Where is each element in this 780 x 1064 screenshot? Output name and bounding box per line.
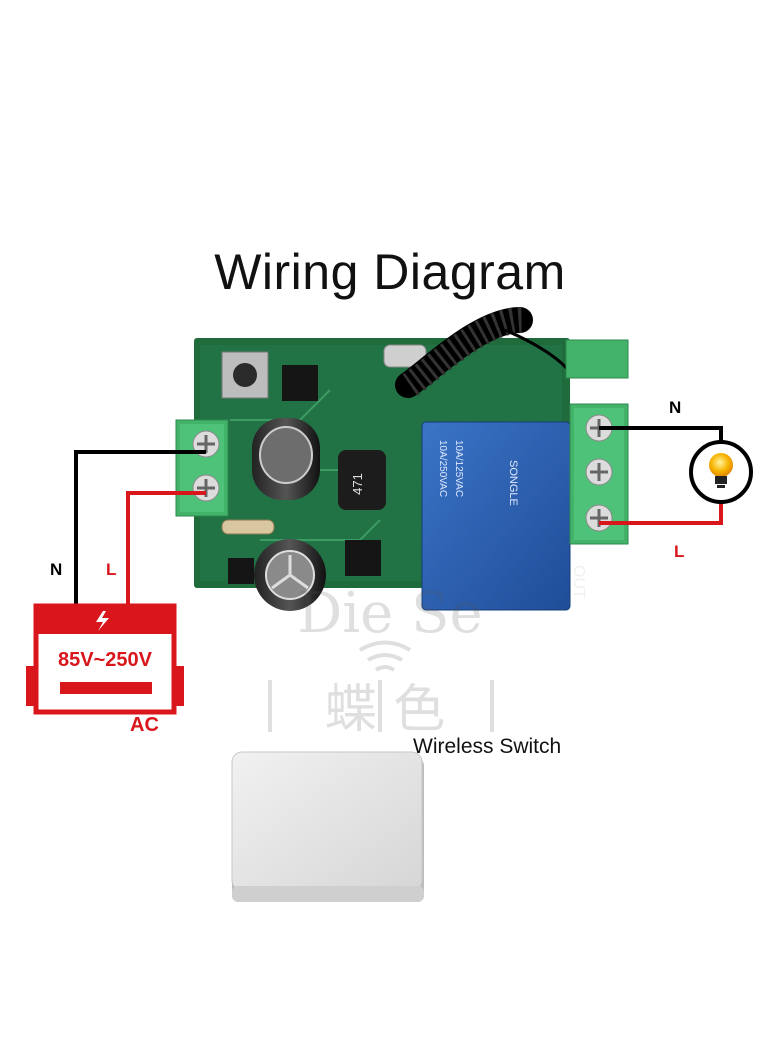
ac-power-supply: 85V~250V bbox=[26, 603, 184, 715]
wireless-switch-panel bbox=[231, 751, 424, 902]
left-live-label: L bbox=[106, 560, 117, 579]
watermark-text: Die Se bbox=[297, 581, 482, 646]
output-terminal-block bbox=[565, 339, 629, 545]
inductor bbox=[338, 450, 386, 510]
inductor-code: 471 bbox=[350, 473, 365, 495]
relay-brand: SONGLE bbox=[507, 460, 519, 506]
relay-rating: 10A/125VAC bbox=[453, 440, 464, 497]
right-live-label: L bbox=[674, 542, 685, 561]
relay-receiver-module: 471 SONGLE 10A/250VAC 10A/125VAC bbox=[194, 307, 587, 611]
page-title: Wiring Diagram bbox=[214, 244, 566, 300]
neutral-wire-output bbox=[599, 426, 723, 442]
neutral-wire-input bbox=[74, 450, 206, 606]
output-label: OUT bbox=[570, 565, 587, 599]
ic-chip bbox=[282, 365, 318, 401]
supply-voltage-label: 85V~250V bbox=[58, 649, 153, 671]
left-neutral-label: N bbox=[50, 560, 63, 579]
right-neutral-label: N bbox=[669, 398, 682, 417]
input-terminal-block bbox=[175, 419, 229, 517]
light-bulb-icon bbox=[689, 440, 753, 504]
live-wire-input bbox=[126, 491, 206, 606]
antenna-coil bbox=[395, 307, 570, 398]
ac-label: AC bbox=[130, 714, 159, 736]
live-wire-output bbox=[599, 500, 723, 525]
ic-chip bbox=[345, 540, 381, 576]
lightning-bolt-icon bbox=[96, 611, 109, 631]
resistor bbox=[221, 519, 275, 535]
wireless-switch-caption: Wireless Switch bbox=[413, 735, 562, 758]
supply-bar bbox=[60, 682, 152, 694]
relay-rating: 10A/250VAC bbox=[437, 440, 448, 497]
relay: SONGLE 10A/250VAC 10A/125VAC bbox=[421, 421, 571, 611]
watermark-cjk: 蝶 色 bbox=[325, 680, 446, 740]
watermark: Die Se 蝶 色 bbox=[268, 581, 494, 740]
